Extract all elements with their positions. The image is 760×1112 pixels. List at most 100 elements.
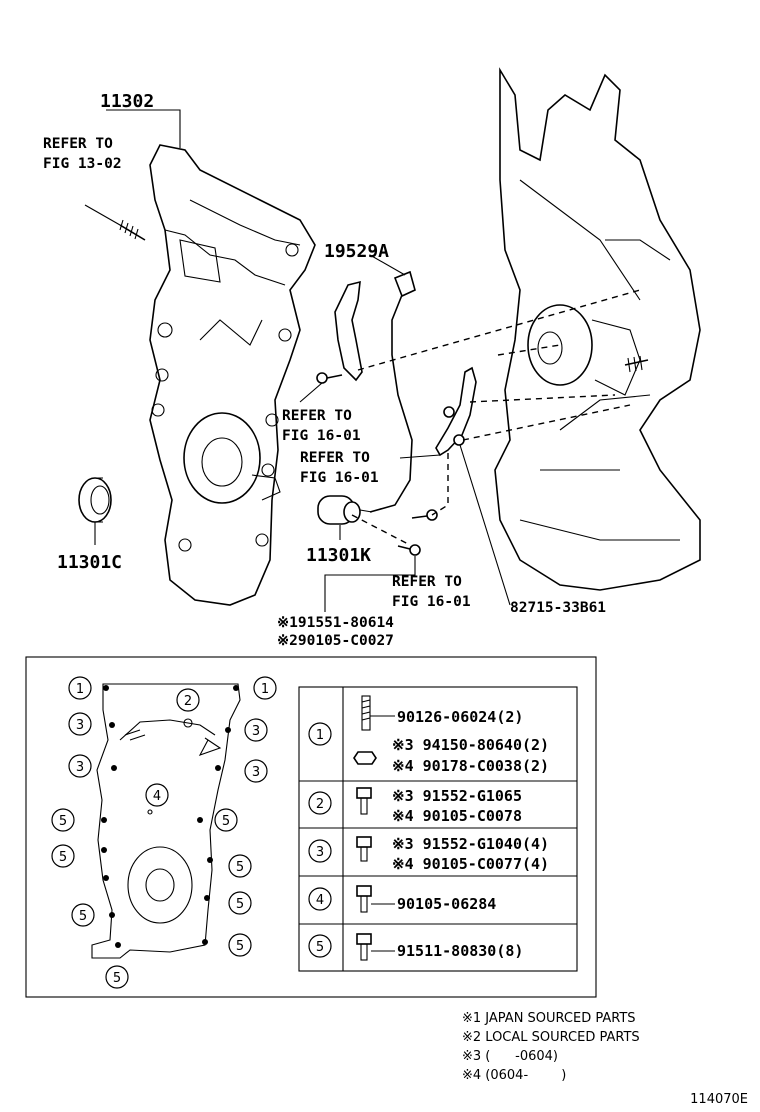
svg-text:2: 2 xyxy=(184,694,192,709)
bolt-map-hole-dots xyxy=(101,685,239,948)
part-94150-80640: ※3 94150-80640(2) xyxy=(392,736,549,754)
label-refer-16-01-1b: FIG 16-01 xyxy=(282,428,361,444)
label-290105: ※290105-C0027 xyxy=(277,633,394,649)
bolt-icon xyxy=(356,787,372,815)
leader-11302 xyxy=(106,109,181,148)
leader-82715 xyxy=(459,444,511,606)
water-pump xyxy=(527,304,641,396)
svg-text:5: 5 xyxy=(113,971,121,986)
svg-text:4: 4 xyxy=(153,789,161,804)
note-date-range-3: ※3 ( -0604) xyxy=(462,1049,558,1064)
svg-text:5: 5 xyxy=(59,850,67,865)
bolt-map-marker-5f: 5 xyxy=(71,903,95,927)
label-19529a: 19529A xyxy=(324,241,389,262)
bolt-map-marker-1b: 1 xyxy=(253,676,277,700)
bolt-map-marker-3b: 3 xyxy=(244,718,268,742)
label-refer-13-02-a: REFER TO xyxy=(43,136,113,152)
table-row-2: 2 ※3 91552-G1065 ※4 90105-C0078 xyxy=(308,787,522,825)
bolt-location-panel xyxy=(25,656,597,998)
timing-chain-cover xyxy=(149,144,316,606)
part-90105-C0078: ※4 90105-C0078 xyxy=(392,807,522,825)
table-index-3: 3 xyxy=(308,839,332,863)
bracket-82715 xyxy=(435,366,477,457)
table-index-4: 4 xyxy=(308,887,332,911)
label-refer-16-01-1a: REFER TO xyxy=(282,408,352,424)
svg-text:3: 3 xyxy=(76,760,84,775)
svg-text:3: 3 xyxy=(76,718,84,733)
bolt-b xyxy=(397,544,421,556)
note-date-range-4: ※4 (0604- ) xyxy=(462,1068,566,1083)
crankshaft-position-sensor xyxy=(317,495,373,525)
table-row-3: 3 ※3 91552-G1040(4) ※4 90105-C0077(4) xyxy=(308,835,549,873)
bolt-map-marker-5g: 5 xyxy=(228,933,252,957)
bolt-table xyxy=(298,686,578,972)
bolt-map-marker-5a: 5 xyxy=(51,808,75,832)
oil-seal xyxy=(78,477,112,523)
label-11302: 11302 xyxy=(100,91,154,112)
bolt-map-cover-outline xyxy=(91,683,241,959)
part-91552-G1065: ※3 91552-G1065 xyxy=(392,787,522,805)
align-line-3 xyxy=(462,404,631,441)
label-11301c: 11301C xyxy=(57,552,122,573)
label-82715: 82715-33B61 xyxy=(510,600,606,616)
svg-text:3: 3 xyxy=(316,845,324,860)
bolt-map-marker-5e: 5 xyxy=(228,891,252,915)
note-japan-sourced: ※1 JAPAN SOURCED PARTS xyxy=(462,1011,636,1026)
bolt-icon xyxy=(356,933,372,961)
bracket-19529a xyxy=(334,280,363,382)
table-row-4: 4 90105-06284 xyxy=(308,885,496,913)
svg-text:2: 2 xyxy=(316,797,324,812)
part-90105-06284: 90105-06284 xyxy=(397,895,496,913)
stud-bolt-right xyxy=(624,355,649,373)
leader-refer-16-01-1 xyxy=(299,382,323,403)
label-11301k: 11301K xyxy=(306,545,371,566)
bolt-map-marker-4: 4 xyxy=(145,783,169,807)
bolt-icon xyxy=(356,885,372,913)
bolt-map-marker-3c: 3 xyxy=(68,754,92,778)
align-line-2 xyxy=(469,394,616,403)
bolt-map-marker-2: 2 xyxy=(176,688,200,712)
label-refer-16-01-2a: REFER TO xyxy=(300,450,370,466)
engine-block-outline xyxy=(494,67,701,591)
label-refer-16-01-2b: FIG 16-01 xyxy=(300,470,379,486)
part-91552-G1040: ※3 91552-G1040(4) xyxy=(392,835,549,853)
label-refer-16-01-3a: REFER TO xyxy=(392,574,462,590)
table-index-1: 1 xyxy=(308,722,332,746)
figure-id: 114070E xyxy=(690,1092,748,1107)
note-local-sourced: ※2 LOCAL SOURCED PARTS xyxy=(462,1030,640,1045)
sensor-wire xyxy=(369,270,416,513)
label-refer-13-02-b: FIG 13-02 xyxy=(43,156,122,172)
svg-text:5: 5 xyxy=(316,940,324,955)
table-row-1: 1 90126-06024(2) ※3 94150-80640(2) ※4 90… xyxy=(308,695,549,775)
align-line-4 xyxy=(431,453,449,516)
leader-refer-16-01-2 xyxy=(399,454,441,459)
part-90126-06024: 90126-06024(2) xyxy=(397,708,523,726)
bolt-map-marker-5d: 5 xyxy=(228,854,252,878)
bolt-d xyxy=(443,406,455,418)
bolt-a xyxy=(316,372,343,384)
label-refer-16-01-3b: FIG 16-01 xyxy=(392,594,471,610)
label-191551: ※191551-80614 xyxy=(277,615,394,631)
svg-text:5: 5 xyxy=(79,909,87,924)
svg-text:1: 1 xyxy=(76,682,84,697)
svg-text:4: 4 xyxy=(316,893,324,908)
leader-refer-13-02 xyxy=(84,204,121,226)
stud-bolt-left xyxy=(119,219,146,241)
svg-text:5: 5 xyxy=(59,814,67,829)
bolt-map-marker-5b: 5 xyxy=(214,808,238,832)
bolt-map-marker-3a: 3 xyxy=(68,712,92,736)
svg-text:5: 5 xyxy=(236,939,244,954)
bolt-map-marker-5h: 5 xyxy=(105,965,129,989)
part-90105-C0077: ※4 90105-C0077(4) xyxy=(392,855,549,873)
align-line-5 xyxy=(351,514,411,546)
table-row-5: 5 91511-80830(8) xyxy=(308,933,523,961)
bolt-map-marker-3d: 3 xyxy=(244,759,268,783)
leader-191551 xyxy=(324,556,416,612)
svg-text:5: 5 xyxy=(236,897,244,912)
leader-19529a xyxy=(369,254,406,276)
table-index-2: 2 xyxy=(308,791,332,815)
svg-text:1: 1 xyxy=(316,728,324,743)
align-line-1 xyxy=(357,289,641,371)
table-index-5: 5 xyxy=(308,934,332,958)
